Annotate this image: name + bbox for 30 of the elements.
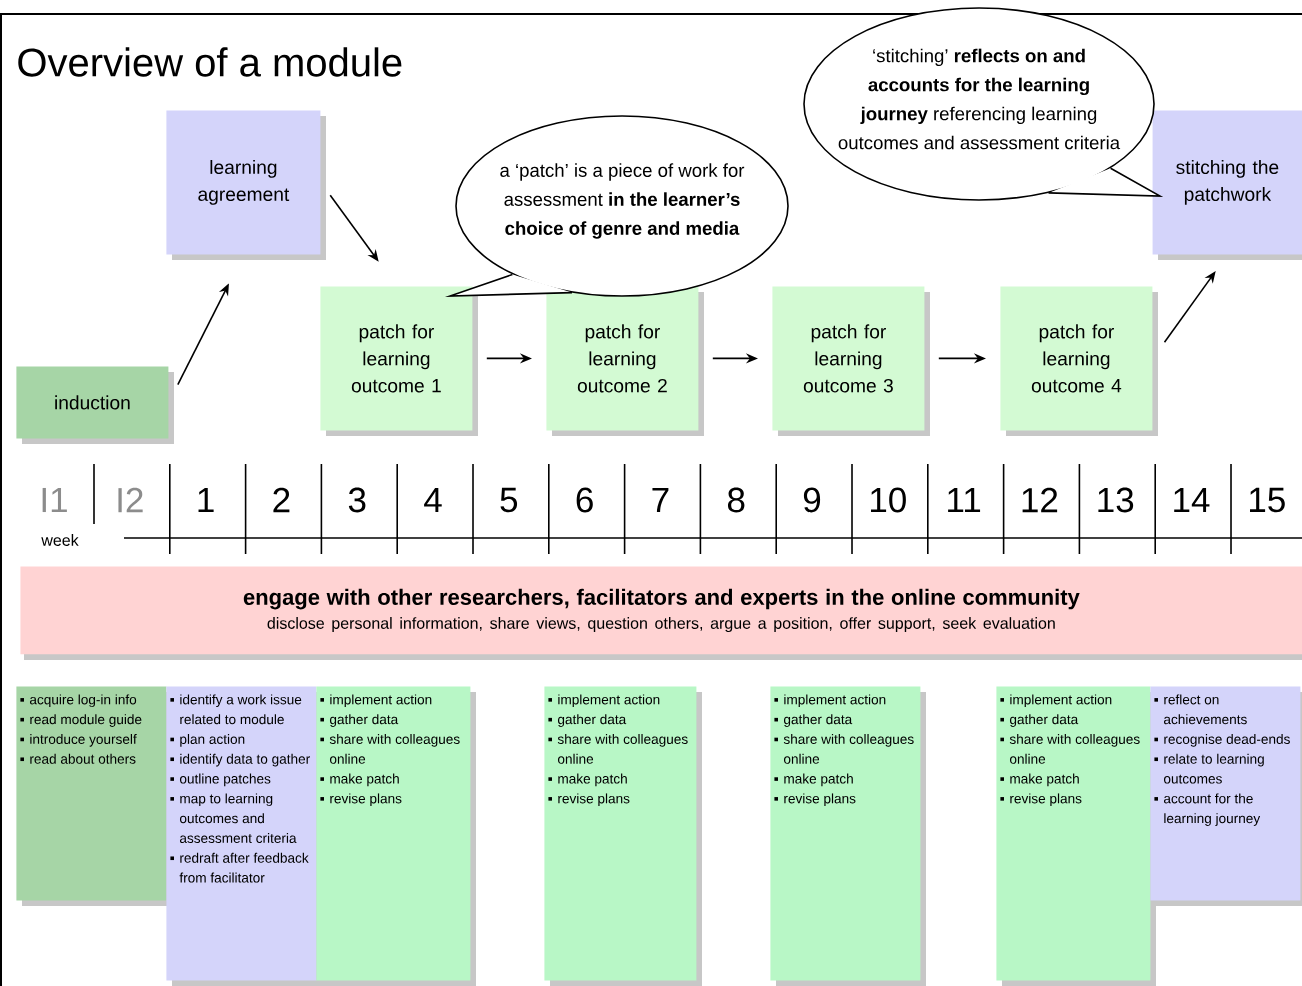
process-box: patch for learning outcome 3: [772, 286, 930, 436]
week-number: 4: [424, 487, 442, 513]
process-box: induction: [16, 366, 174, 444]
week-number: 10: [871, 487, 906, 513]
process-box: patch for learning outcome 1: [320, 286, 478, 436]
week-number: I2: [118, 487, 143, 513]
speech-bubble: a ‘patch’ is a piece of work for assessment in the learner’s choice of genre and media: [444, 115, 789, 297]
arrow: [1163, 271, 1216, 343]
week-number: 5: [500, 487, 518, 513]
activity-band: engage with other researchers, facilitators and experts in the online community disclose personal information, share views, question others, argue a position, offer support, seek evaluation: [20, 566, 1302, 660]
week-number: 12: [1022, 487, 1058, 513]
process-box: stitching the patchwork: [1152, 110, 1302, 260]
process-box: patch for learning outcome 4: [1000, 286, 1158, 436]
week-number: 6: [576, 487, 593, 513]
week-number: 11: [948, 487, 981, 513]
process-box: learning agreement: [166, 110, 326, 260]
week-number: 15: [1250, 487, 1285, 513]
week-number: 2: [273, 487, 290, 513]
week-number: 7: [652, 487, 669, 513]
week-number: 1: [198, 487, 214, 513]
week-number: 13: [1098, 487, 1134, 513]
process-box: patch for learning outcome 2: [546, 286, 704, 436]
speech-bubble: ‘stitching’ reflects on and accounts for the learning journey referencing learning outcomes and assessment criteria: [803, 7, 1164, 201]
week-number: 14: [1174, 487, 1210, 513]
title: Overview of a module: [18, 47, 402, 77]
axis-label: week: [41, 534, 79, 546]
week-number: I1: [42, 487, 67, 513]
week-number: 8: [728, 487, 745, 513]
week-number: 9: [803, 487, 821, 513]
week-number: 3: [348, 487, 366, 513]
